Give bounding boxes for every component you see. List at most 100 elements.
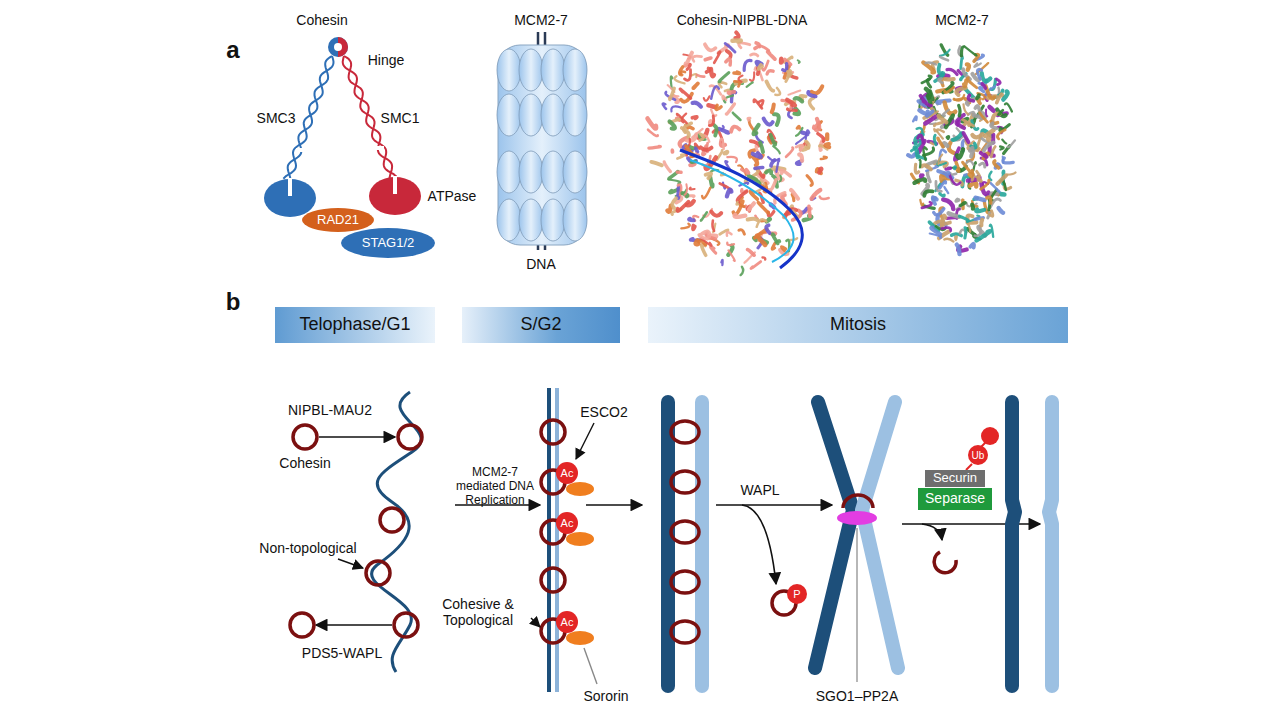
illustration-part bbox=[680, 67, 683, 75]
illustration-part bbox=[699, 235, 707, 239]
illustration-part bbox=[990, 107, 994, 111]
illustration-part bbox=[690, 164, 695, 165]
illustration-part bbox=[670, 150, 674, 152]
illustration-part bbox=[927, 111, 933, 115]
illustration-part bbox=[701, 212, 707, 220]
illustration-part bbox=[798, 60, 800, 63]
illustration-part bbox=[763, 257, 766, 259]
illustration-part bbox=[963, 162, 973, 172]
illustration-part bbox=[944, 239, 953, 242]
illustration-part bbox=[668, 180, 680, 184]
illustration-part bbox=[991, 123, 996, 128]
illustration-part bbox=[733, 201, 743, 214]
illustration-part bbox=[771, 160, 775, 166]
structure-title: Cohesin-NIPBL-DNA bbox=[677, 12, 808, 28]
illustration-part bbox=[922, 202, 932, 208]
illustration-part bbox=[990, 211, 993, 217]
protein-box: Separase bbox=[918, 488, 992, 510]
illustration-part bbox=[766, 170, 771, 173]
illustration-part bbox=[728, 92, 734, 94]
illustration-part bbox=[711, 247, 716, 253]
illustration-part bbox=[913, 116, 916, 121]
illustration-part bbox=[975, 198, 984, 200]
dna-helix bbox=[680, 150, 802, 268]
illustration-part bbox=[956, 88, 965, 95]
dna-helix bbox=[690, 160, 794, 262]
head-gap bbox=[393, 176, 397, 194]
ubiquitin bbox=[981, 427, 999, 445]
cohesin-ring bbox=[541, 420, 565, 444]
circle-fill bbox=[556, 512, 578, 534]
illustration-part bbox=[725, 152, 728, 153]
illustration-part bbox=[727, 157, 737, 162]
hinge bbox=[328, 37, 348, 57]
panel-letter: b bbox=[226, 288, 241, 316]
illustration-part bbox=[964, 46, 976, 56]
illustration-part bbox=[945, 87, 954, 92]
illustration-part bbox=[693, 84, 697, 89]
illustration-part bbox=[819, 169, 821, 173]
illustration-part bbox=[690, 188, 695, 190]
illustration-part bbox=[693, 103, 701, 107]
arrow bbox=[531, 618, 540, 627]
illustration-part bbox=[692, 117, 697, 119]
illustration-part bbox=[817, 169, 822, 173]
illustration-part bbox=[519, 151, 543, 193]
illustration-part bbox=[809, 98, 813, 109]
acetyl-mark: Ac bbox=[556, 512, 578, 534]
cohesin-ring bbox=[843, 495, 873, 508]
illustration-part bbox=[716, 105, 721, 109]
illustration-part bbox=[687, 201, 694, 205]
node-text: Ac bbox=[561, 467, 574, 479]
illustration-part bbox=[997, 110, 1006, 116]
illustration-part bbox=[961, 119, 974, 126]
node-text: Ac bbox=[561, 616, 574, 628]
atpase-head bbox=[264, 179, 316, 217]
illustration-part bbox=[651, 162, 661, 165]
coiled-coil bbox=[283, 56, 396, 181]
factor-label: WAPL bbox=[740, 482, 779, 498]
illustration-part bbox=[940, 50, 950, 56]
state-label: Non-topological bbox=[259, 540, 356, 556]
cleaved-ring bbox=[934, 552, 956, 573]
illustration-part bbox=[1002, 140, 1006, 144]
subunit-ellipse: STAG1/2 bbox=[341, 228, 435, 258]
chromatid bbox=[862, 402, 898, 668]
illustration-part bbox=[648, 130, 658, 136]
illustration-part bbox=[986, 109, 987, 116]
illustration-part bbox=[997, 79, 1001, 85]
illustration-part bbox=[742, 169, 749, 173]
arrow bbox=[586, 504, 642, 506]
illustration-part bbox=[734, 81, 739, 86]
illustration-part bbox=[808, 92, 815, 97]
illustration-part bbox=[563, 151, 587, 193]
illustration-part bbox=[773, 146, 780, 153]
illustration-part bbox=[774, 114, 779, 125]
illustration-part bbox=[770, 180, 776, 190]
illustration-part bbox=[727, 51, 731, 57]
illustration-part bbox=[755, 167, 763, 168]
ellipse-fill bbox=[302, 208, 374, 232]
illustration-part bbox=[984, 143, 994, 151]
illustration-part bbox=[924, 109, 934, 118]
acetyl-mark: Ac bbox=[556, 462, 578, 484]
illustration-part bbox=[1005, 103, 1012, 111]
illustration-part bbox=[775, 88, 780, 95]
illustration-part bbox=[943, 200, 953, 210]
arrow bbox=[922, 524, 942, 540]
illustration-part bbox=[806, 130, 810, 138]
illustration-part bbox=[704, 96, 710, 101]
illustration-part bbox=[997, 175, 1006, 184]
illustration-part bbox=[296, 148, 310, 152]
esco2-sororin bbox=[566, 631, 594, 645]
circle-fill bbox=[556, 462, 578, 484]
illustration-part bbox=[497, 49, 521, 91]
illustration-part bbox=[748, 219, 758, 220]
illustration-part bbox=[963, 133, 968, 142]
illustration-part bbox=[796, 137, 805, 144]
illustration-part bbox=[949, 143, 954, 154]
illustration-part bbox=[964, 80, 966, 86]
illustration-part bbox=[959, 216, 968, 221]
illustration-part bbox=[563, 199, 587, 241]
